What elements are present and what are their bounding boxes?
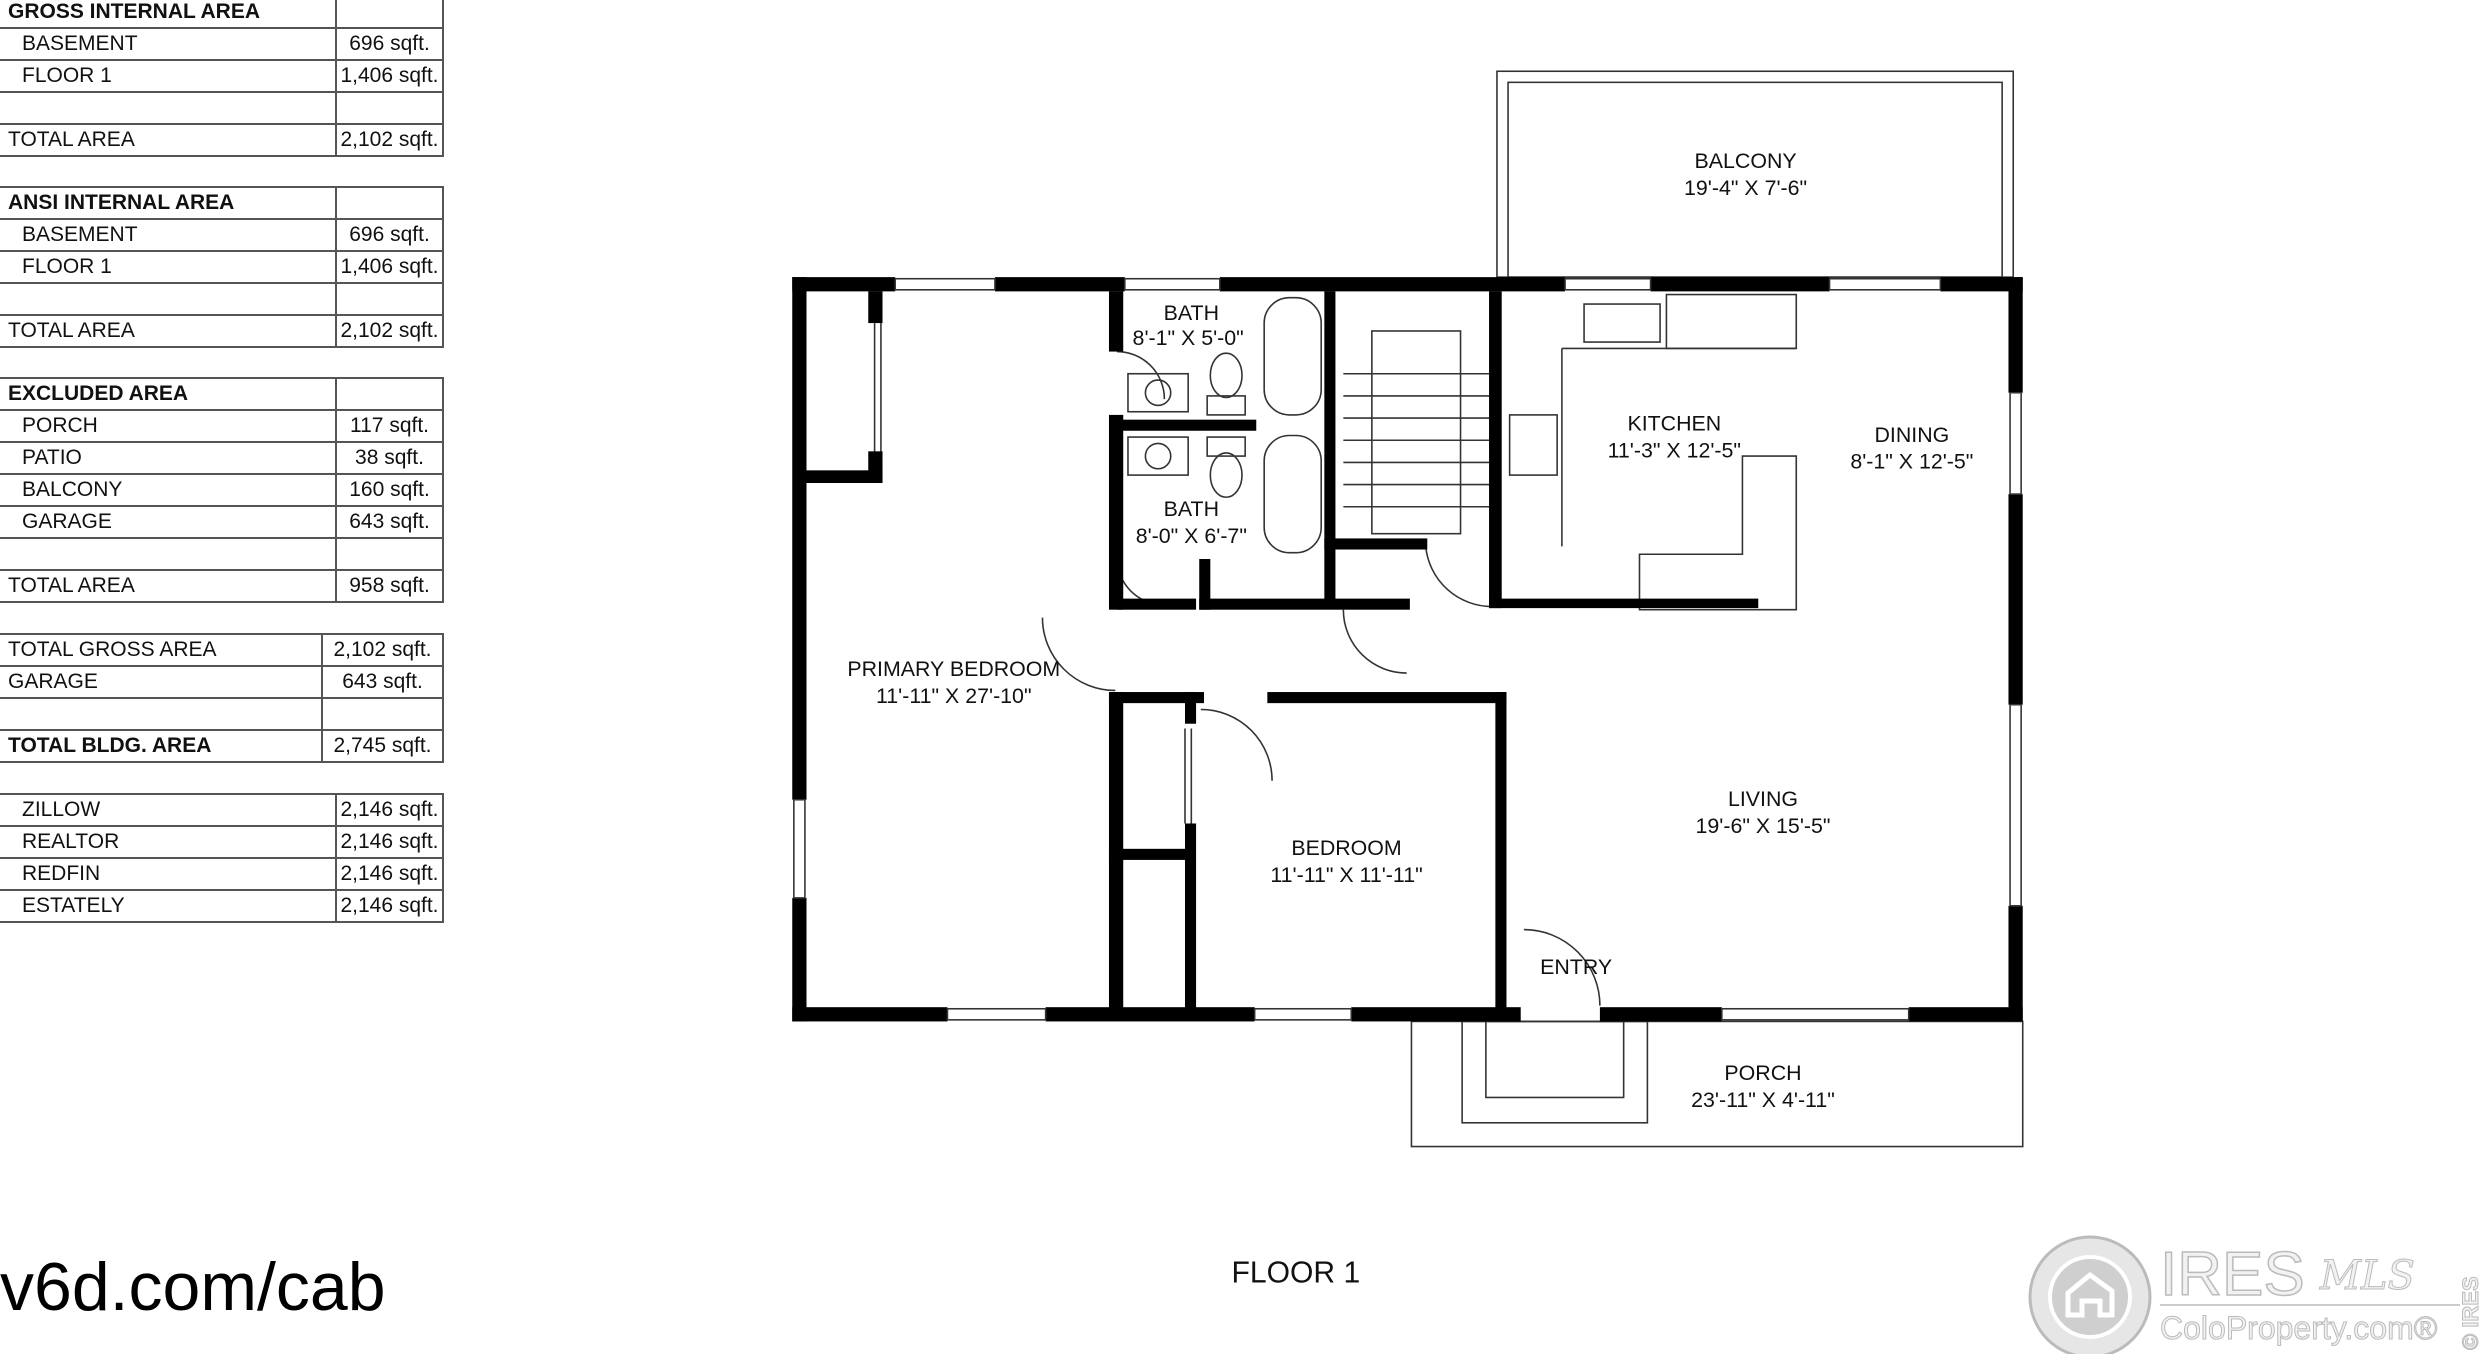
room-name-primary-bedroom: PRIMARY BEDROOM [847, 657, 1060, 681]
room-dims-bath: 8'-1" X 5'-0" [1133, 326, 1244, 350]
table-title: GROSS INTERNAL AREA [0, 0, 337, 29]
room-dims-dining: 8'-1" X 12'-5" [1850, 450, 1973, 474]
walls [792, 277, 2023, 1022]
row-value: 160 sqft. [335, 473, 444, 507]
total-label: TOTAL BLDG. AREA [0, 729, 323, 763]
row-value: 643 sqft. [321, 665, 444, 699]
floor-label: FLOOR 1 [1231, 1257, 1360, 1290]
room-dims-living: 19'-6" X 15'-5" [1696, 814, 1831, 838]
total-value: 958 sqft. [335, 569, 444, 603]
room-dims-primary-bedroom: 11'-11" X 27'-10" [876, 684, 1032, 708]
total-label: TOTAL AREA [0, 123, 337, 157]
row-value: 2,146 sqft. [335, 857, 444, 891]
logo-sub-text: ColoProperty.com® [2160, 1310, 2438, 1346]
row-label: PORCH [0, 409, 337, 443]
row-value: 38 sqft. [335, 441, 444, 475]
room-dims-bath: 8'-0" X 6'-7" [1136, 524, 1247, 548]
room-name-bedroom: BEDROOM [1291, 836, 1401, 860]
row-value: 117 sqft. [335, 409, 444, 443]
room-name-entry: ENTRY [1540, 955, 1612, 979]
row-label: PATIO [0, 441, 337, 475]
total-value: 2,102 sqft. [335, 123, 444, 157]
room-dims-bedroom: 11'-11" X 11'-11" [1270, 863, 1422, 887]
row-label: TOTAL GROSS AREA [0, 633, 323, 667]
total-label: TOTAL AREA [0, 314, 337, 348]
table-title: EXCLUDED AREA [0, 377, 337, 411]
row-label: BASEMENT [0, 27, 337, 61]
room-name-dining: DINING [1874, 423, 1949, 447]
room-name-porch: PORCH [1724, 1061, 1801, 1085]
row-label: BALCONY [0, 473, 337, 507]
row-label: FLOOR 1 [0, 59, 337, 93]
row-label: FLOOR 1 [0, 250, 337, 284]
room-dims-porch: 23'-11" X 4'-11" [1691, 1088, 1835, 1112]
room-dims-balcony: 19'-4" X 7'-6" [1684, 176, 1807, 200]
room-name-kitchen: KITCHEN [1627, 412, 1721, 436]
room-dims-kitchen: 11'-3" X 12'-5" [1608, 439, 1741, 463]
room-name-balcony: BALCONY [1695, 149, 1797, 173]
row-label: REALTOR [0, 825, 337, 859]
row-value: 696 sqft. [335, 27, 444, 61]
windows [793, 277, 2022, 1021]
logo-script-text: MLS [2319, 1253, 2415, 1299]
row-value: 2,146 sqft. [335, 825, 444, 859]
room-name-bath: BATH [1164, 497, 1219, 521]
total-label: TOTAL AREA [0, 569, 337, 603]
row-label: REDFIN [0, 857, 337, 891]
logo-main-text: IRES [2160, 1240, 2305, 1309]
row-value: 643 sqft. [335, 505, 444, 539]
row-label: GARAGE [0, 505, 337, 539]
row-label: GARAGE [0, 665, 323, 699]
room-name-bath: BATH [1164, 301, 1219, 325]
row-value: 2,146 sqft. [335, 889, 444, 923]
porch-outline [1410, 1020, 2024, 1148]
row-label: ESTATELY [0, 889, 337, 923]
row-value: 2,102 sqft. [321, 633, 444, 667]
total-value: 2,745 sqft. [321, 729, 444, 763]
logo-side-text: © IRES [2458, 1276, 2483, 1350]
table-title: ANSI INTERNAL AREA [0, 186, 337, 220]
house-icon [2065, 1271, 2115, 1318]
row-label: ZILLOW [0, 793, 337, 827]
row-value: 1,406 sqft. [335, 250, 444, 284]
row-label: BASEMENT [0, 218, 337, 252]
url-text: v6d.com/cab [0, 1249, 386, 1325]
room-name-living: LIVING [1728, 787, 1798, 811]
row-value: 1,406 sqft. [335, 59, 444, 93]
balcony-outline [1496, 70, 2015, 278]
row-value: 2,146 sqft. [335, 793, 444, 827]
total-value: 2,102 sqft. [335, 314, 444, 348]
row-value: 696 sqft. [335, 218, 444, 252]
ires-mls-logo: IRES MLS ColoProperty.com® © IRES [2028, 1235, 2484, 1354]
